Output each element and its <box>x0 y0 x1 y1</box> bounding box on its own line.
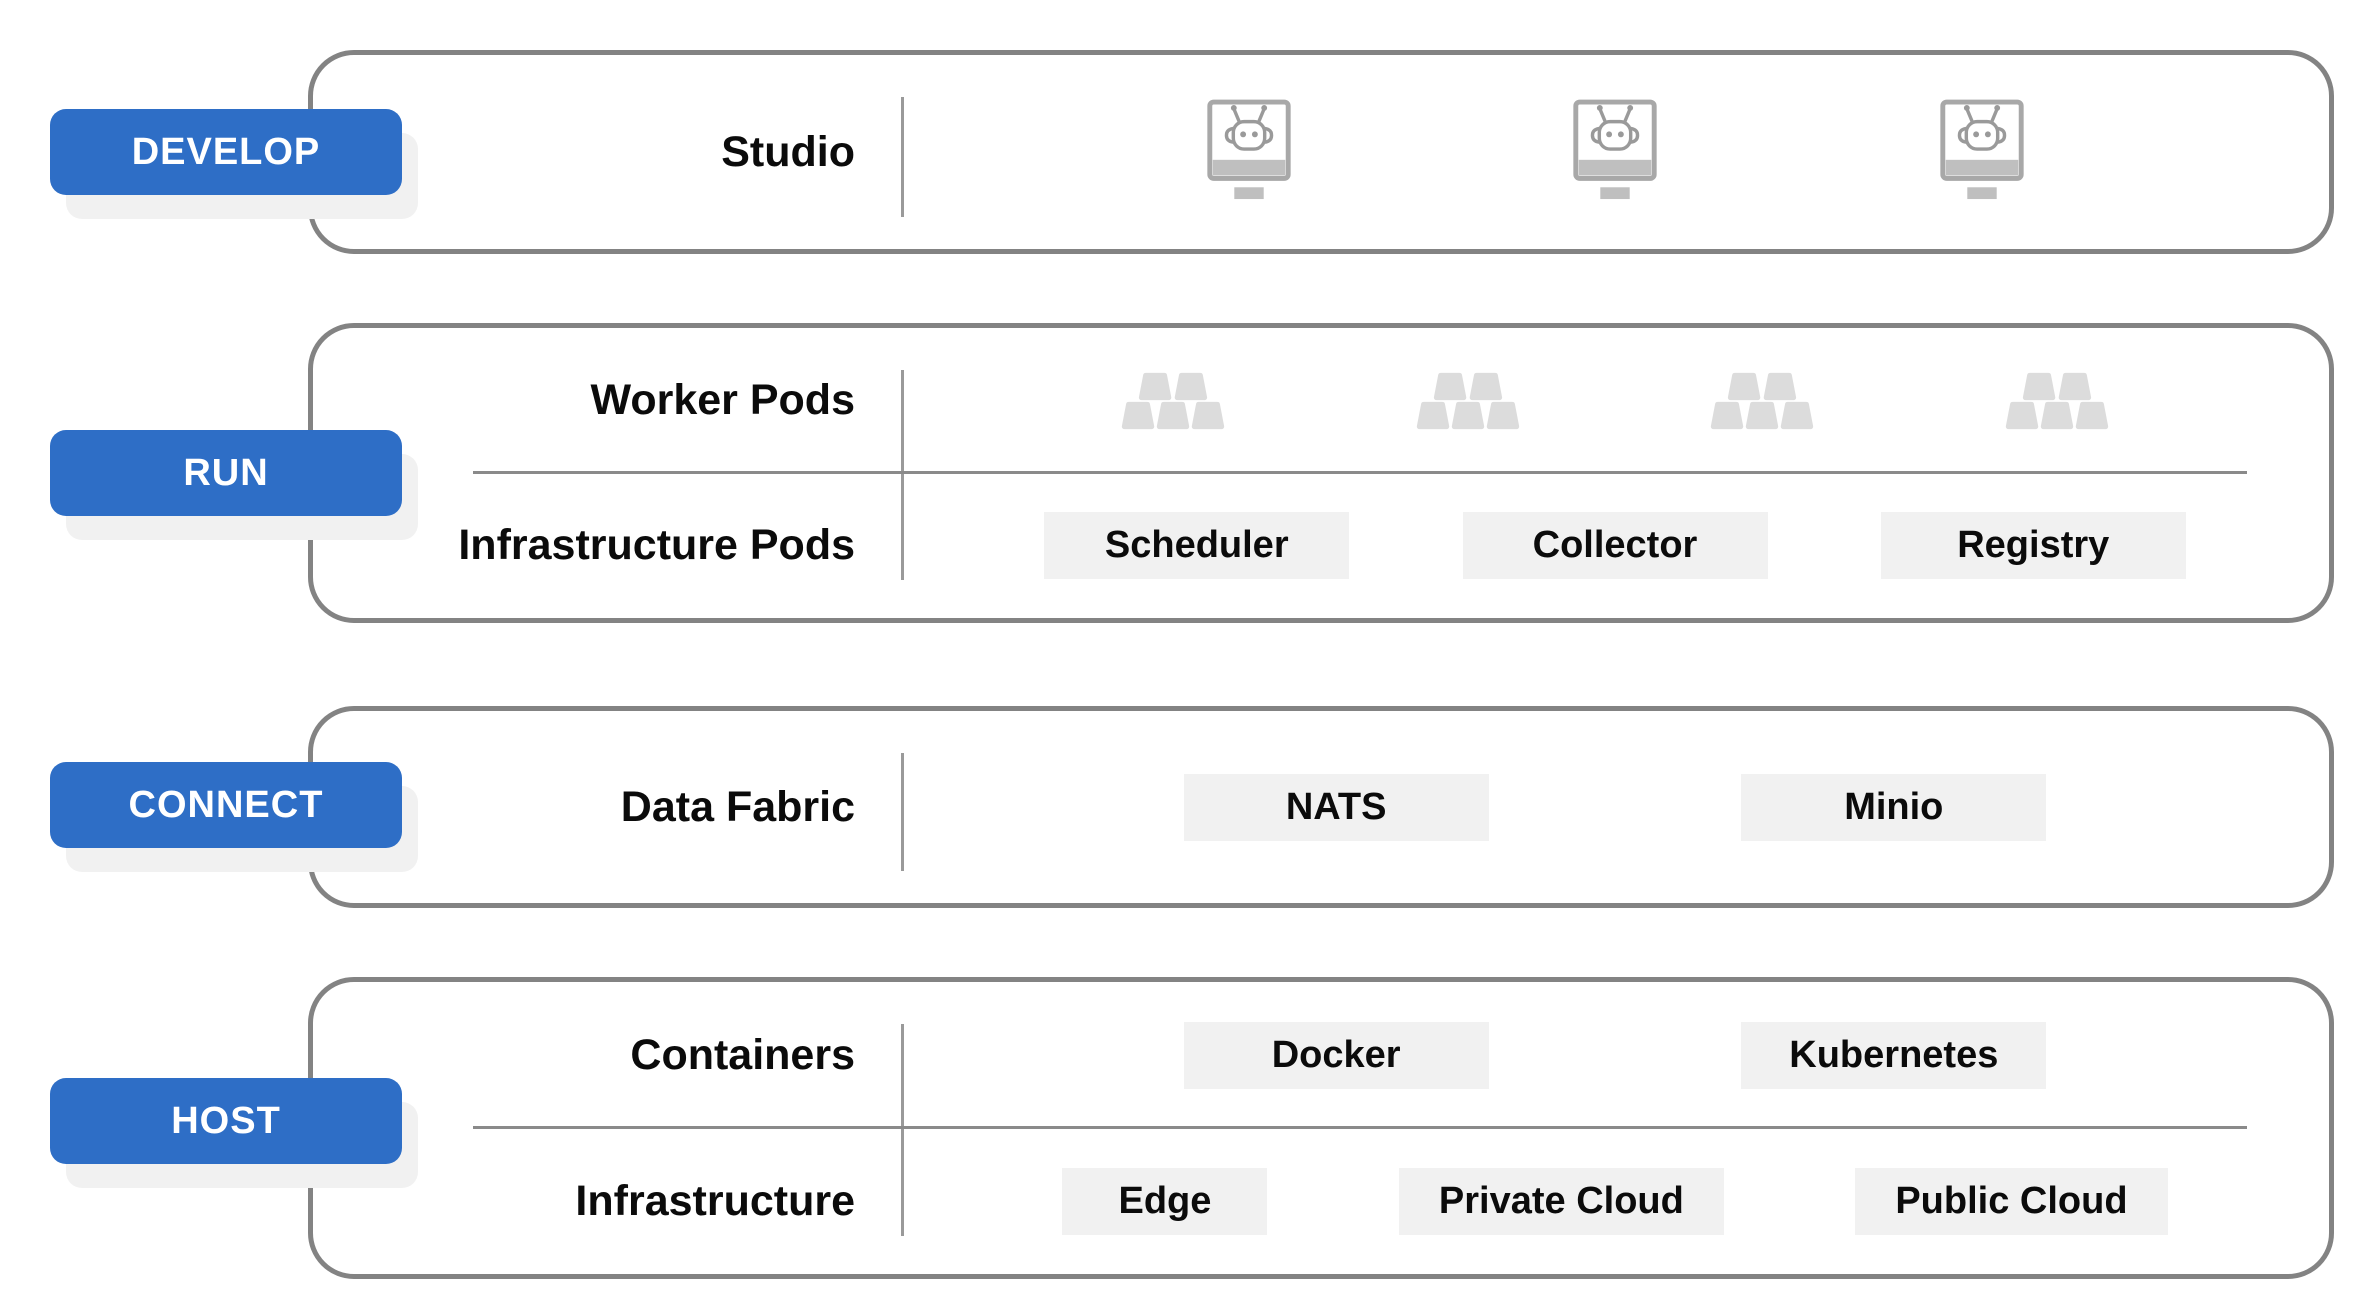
label-divider <box>901 370 904 580</box>
robot-monitor-icon <box>1200 97 1298 207</box>
robot-monitor-icon <box>1933 97 2031 207</box>
chip-kubernetes: Kubernetes <box>1741 1021 2047 1089</box>
row-label-infrastructure: Infrastructure <box>575 1176 855 1225</box>
run-button[interactable]: RUN <box>50 430 402 516</box>
row-label-data-fabric: Data Fabric <box>620 782 855 831</box>
chip-docker: Docker <box>1183 1021 1489 1089</box>
develop-panel: Studio <box>308 50 2334 254</box>
studio-icons-row <box>901 97 2329 207</box>
infrastructure-row: Edge Private Cloud Public Cloud <box>901 1167 2329 1235</box>
label-divider <box>901 753 904 871</box>
host-button[interactable]: HOST <box>50 1078 402 1164</box>
data-fabric-row: NATS Minio <box>901 773 2329 841</box>
connect-button[interactable]: CONNECT <box>50 762 402 848</box>
row-label-infrastructure-pods: Infrastructure Pods <box>458 521 855 569</box>
label-divider <box>901 1024 904 1236</box>
row-label-studio: Studio <box>721 127 855 176</box>
row-label-containers: Containers <box>630 1030 855 1079</box>
chip-edge: Edge <box>1062 1167 1268 1235</box>
pod-cluster-icon <box>2004 372 2110 430</box>
chip-nats: NATS <box>1183 773 1489 841</box>
connect-panel: Data Fabric NATS Minio <box>308 706 2334 908</box>
row-divider <box>473 1126 2247 1129</box>
pod-cluster-icon <box>1120 372 1226 430</box>
chip-private-cloud: Private Cloud <box>1398 1167 1724 1235</box>
containers-row: Docker Kubernetes <box>901 1021 2329 1089</box>
row-divider <box>473 471 2247 474</box>
chip-minio: Minio <box>1741 773 2047 841</box>
infrastructure-pods-row: Scheduler Collector Registry <box>901 512 2329 579</box>
chip-registry: Registry <box>1880 512 2186 579</box>
host-panel: Containers Docker Kubernetes Infrastruct… <box>308 977 2334 1279</box>
label-divider <box>901 97 904 217</box>
pod-cluster-icon <box>1709 372 1815 430</box>
chip-collector: Collector <box>1462 512 1768 579</box>
pod-cluster-icon <box>1415 372 1521 430</box>
robot-monitor-icon <box>1566 97 1664 207</box>
chip-public-cloud: Public Cloud <box>1855 1167 2168 1235</box>
chip-scheduler: Scheduler <box>1044 512 1350 579</box>
run-panel: Worker Pods <box>308 323 2334 623</box>
develop-button[interactable]: DEVELOP <box>50 109 402 195</box>
row-label-worker-pods: Worker Pods <box>590 376 855 424</box>
worker-pods-row <box>901 372 2329 430</box>
